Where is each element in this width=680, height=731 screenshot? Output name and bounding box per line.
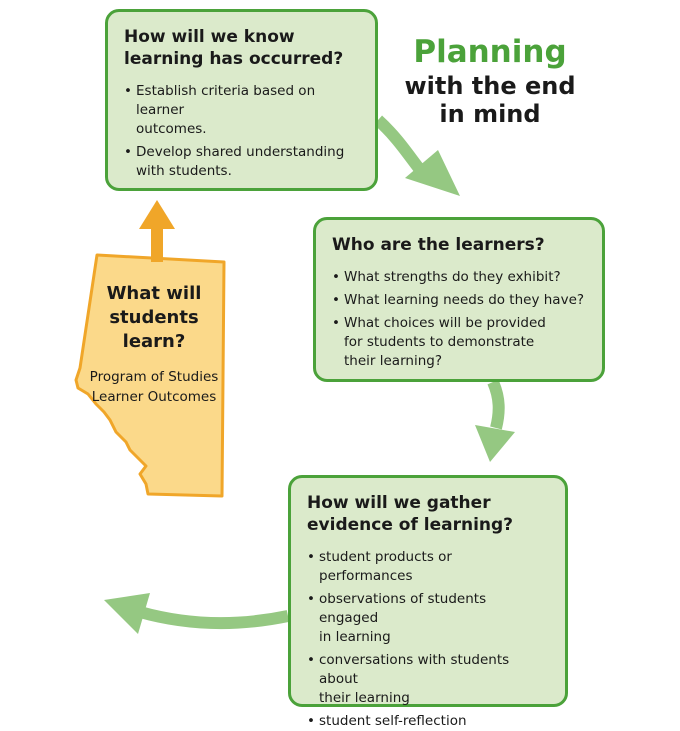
- list-item: conversations with students about their …: [307, 651, 549, 708]
- arrow-occurred-to-learners: [373, 115, 460, 196]
- list-item: Establish criteria based on learner outc…: [124, 82, 359, 139]
- list-item: What strengths do they exhibit?: [332, 268, 586, 287]
- box-learning-occurred: How will we know learning has occurred? …: [105, 9, 378, 191]
- box-learning-occurred-heading: How will we know learning has occurred?: [124, 27, 344, 69]
- province-subtext: Program of Studies Learner Outcomes: [89, 369, 219, 405]
- province-shape: [74, 253, 226, 498]
- box-gather-evidence-heading: How will we gather evidence of learning?: [307, 493, 514, 535]
- list-item: Develop shared understanding with studen…: [124, 143, 359, 181]
- province-heading: What will students learn?: [106, 283, 202, 352]
- title-subline: with the end in mind: [404, 72, 576, 128]
- list-item: What learning needs do they have?: [332, 291, 586, 310]
- arrow-evidence-to-province: [104, 593, 290, 634]
- box-learning-occurred-list: Establish criteria based on learner outc…: [124, 82, 359, 181]
- box-gather-evidence: How will we gather evidence of learning?…: [288, 475, 568, 731]
- title-planning: Planning: [413, 34, 567, 70]
- list-item: student products or performances: [307, 548, 549, 586]
- arrow-learners-to-evidence: [475, 379, 515, 462]
- box-who-are-learners-list: What strengths do they exhibit? What lea…: [332, 268, 586, 371]
- list-item: What choices will be provided for studen…: [332, 314, 586, 371]
- box-who-are-learners: Who are the learners? What strengths do …: [313, 217, 605, 382]
- list-item: student self-reflection: [307, 712, 549, 731]
- diagram-title: Planning with the end in mind: [400, 32, 580, 128]
- arrow-province-to-occurred: [139, 200, 175, 262]
- box-gather-evidence-list: student products or performances observa…: [307, 548, 549, 731]
- box-who-are-learners-heading: Who are the learners?: [332, 235, 545, 255]
- list-item: observations of students engaged in lear…: [307, 590, 549, 647]
